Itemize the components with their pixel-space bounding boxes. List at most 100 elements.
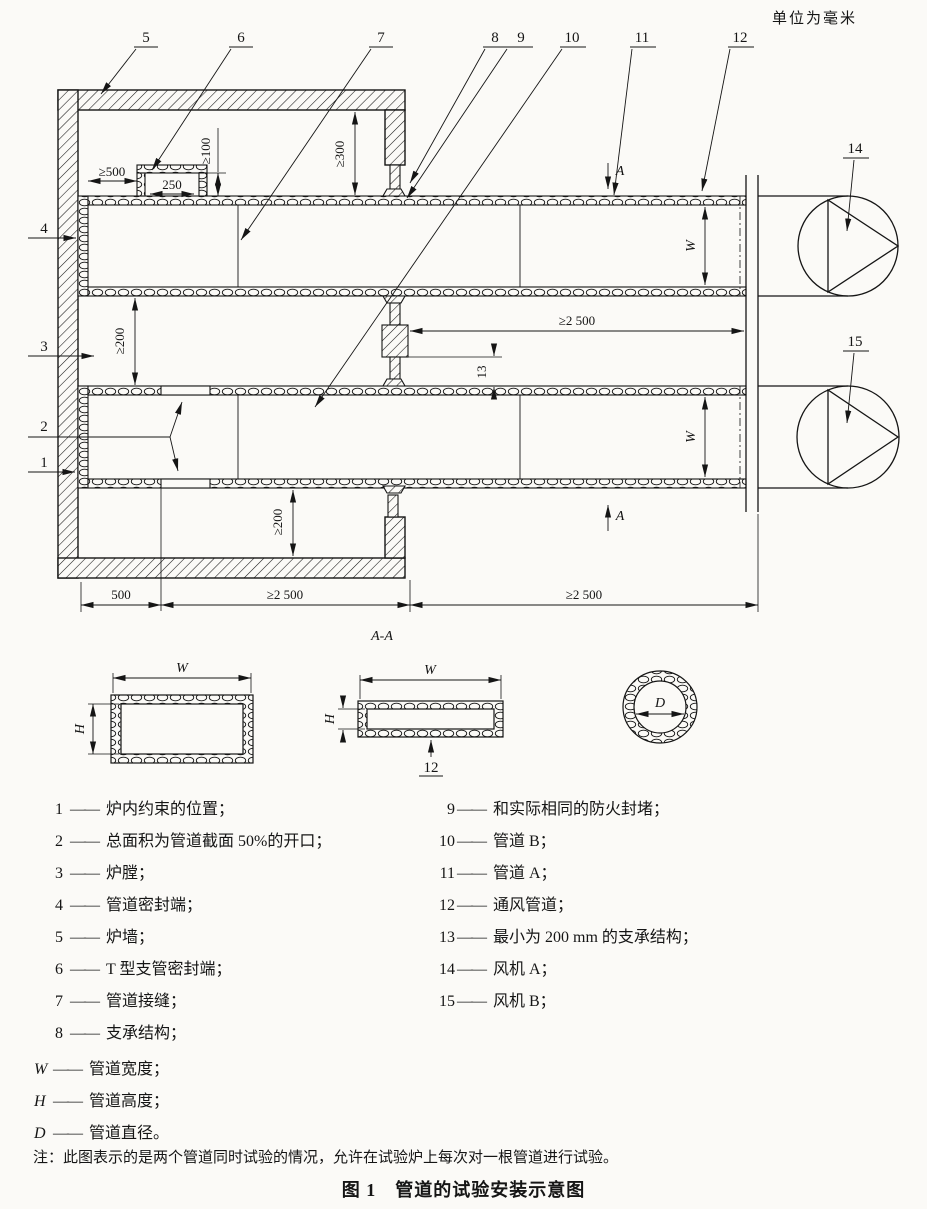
leader-12 bbox=[701, 48, 731, 192]
callout-5: 5 bbox=[142, 30, 150, 46]
cs-rect-h: H bbox=[73, 723, 88, 735]
leader-11 bbox=[612, 48, 633, 196]
callout-11: 11 bbox=[635, 30, 649, 46]
section-letter-bottom: A bbox=[615, 509, 625, 524]
legend-item-dash: —— bbox=[457, 993, 487, 1010]
cs-round-d: D bbox=[654, 696, 665, 711]
legend-item: 9——和实际相同的防火封堵； bbox=[433, 794, 698, 826]
legend-item-number: 1 bbox=[55, 801, 63, 818]
callout-14: 14 bbox=[848, 141, 864, 157]
legend-item-text: 管道 B； bbox=[493, 833, 556, 850]
legend-item-text: 炉膛； bbox=[106, 865, 155, 882]
legend-item: 7——管道接缝； bbox=[55, 986, 331, 1018]
dimension-ge100 bbox=[207, 128, 226, 196]
legend-item-dash: —— bbox=[70, 833, 100, 850]
callout-6: 6 bbox=[237, 30, 245, 46]
legend-item-text: 炉内约束的位置； bbox=[106, 801, 235, 818]
symbol-item: W——管道宽度； bbox=[34, 1054, 169, 1086]
symbol-item: D——管道直径。 bbox=[34, 1118, 169, 1150]
furnace-wall-top bbox=[57, 89, 406, 111]
duct-b-opening-bottom bbox=[160, 478, 211, 489]
legend-item-dash: —— bbox=[457, 961, 487, 978]
t-branch-right-wall bbox=[198, 172, 208, 197]
cs-flat-h: H bbox=[323, 713, 338, 725]
legend-item: 8——支承结构； bbox=[55, 1018, 331, 1050]
section-letter-top: A bbox=[615, 164, 625, 179]
duct-b-opening-top bbox=[160, 385, 211, 396]
t-branch-sealed-end bbox=[136, 164, 208, 197]
legend-item-number: 11 bbox=[439, 865, 455, 882]
support-middle bbox=[381, 295, 409, 387]
note-label: 注： bbox=[33, 1150, 64, 1166]
cs-callout-12: 12 bbox=[424, 760, 439, 776]
legend-item-dash: —— bbox=[457, 929, 487, 946]
symbol-dash: —— bbox=[53, 1061, 83, 1078]
legend-item-number: 3 bbox=[55, 865, 63, 882]
section-title: A-A bbox=[370, 629, 393, 644]
dimensions bbox=[80, 112, 759, 612]
callout-7: 7 bbox=[377, 30, 385, 46]
callout-1: 1 bbox=[40, 455, 48, 471]
legend-item-text: 和实际相同的防火封堵； bbox=[493, 801, 670, 818]
support-top bbox=[382, 164, 406, 197]
legend-item: 12——通风管道； bbox=[433, 890, 698, 922]
legend-item: 10—— 管道 B； bbox=[433, 826, 698, 858]
duct-a-sealed-end bbox=[77, 195, 89, 297]
furnace-wall-right-bottom bbox=[384, 516, 406, 559]
duct-test-installation-diagram: 5 6 7 8 9 10 11 12 14 15 4 3 2 1 bbox=[28, 30, 900, 777]
legend-item-number: 15 bbox=[439, 993, 455, 1010]
symbol-text: 管道高度； bbox=[89, 1093, 170, 1110]
dim-label-ge300: ≥300 bbox=[332, 141, 347, 168]
legend-item-text: 管道接缝； bbox=[106, 993, 187, 1010]
callout-3: 3 bbox=[40, 339, 48, 355]
fan-a bbox=[758, 195, 900, 297]
furnace-wall-left bbox=[57, 89, 79, 579]
legend-item-text: 支承结构； bbox=[106, 1025, 187, 1042]
legend-item-number: 4 bbox=[55, 897, 63, 914]
cross-section-rect-duct bbox=[88, 673, 254, 764]
leader-5 bbox=[100, 48, 137, 95]
legend-item-number: 7 bbox=[55, 993, 63, 1010]
callout-10: 10 bbox=[565, 30, 580, 46]
legend-item-number: 6 bbox=[55, 961, 63, 978]
legend-item-dash: —— bbox=[70, 865, 100, 882]
legend-item: 1 —— 炉内约束的位置； bbox=[55, 794, 331, 826]
legend-item-number: 14 bbox=[439, 961, 455, 978]
leader-10 bbox=[314, 48, 563, 408]
symbol-dash: —— bbox=[53, 1093, 83, 1110]
legend-item-dash: —— bbox=[457, 833, 487, 850]
symbol-text: 管道直径。 bbox=[89, 1125, 170, 1142]
dimension-labels: ≥500 250 ≥100 ≥300 ≥200 ≥200 ≥2 500 13 W… bbox=[99, 138, 699, 644]
cross-section-round-duct bbox=[622, 670, 698, 744]
leader-6 bbox=[151, 48, 232, 171]
legend-item-text: 管道 A； bbox=[493, 865, 557, 882]
furnace-wall-bottom bbox=[57, 557, 406, 579]
legend-item-text: 风机 B； bbox=[493, 993, 556, 1010]
symbol-definitions: W——管道宽度； H——管道高度； D——管道直径。 bbox=[34, 1054, 169, 1150]
dim-label-ge200-upper: ≥200 bbox=[112, 328, 127, 355]
legend-item-number: 9 bbox=[447, 801, 455, 818]
legend-item: 15—— 风机 B； bbox=[433, 986, 698, 1018]
legend-item: 4——管道密封端； bbox=[55, 890, 331, 922]
furnace-wall-right-top bbox=[384, 109, 406, 166]
legend-right-column: 9——和实际相同的防火封堵； 10——管道 B； 11——管道 A； 12——通… bbox=[433, 794, 698, 1018]
cs-rect-w: W bbox=[176, 661, 189, 676]
legend-item-number: 13 bbox=[439, 929, 455, 946]
fan-b-impeller bbox=[827, 388, 900, 486]
dim-label-500: 500 bbox=[111, 587, 131, 602]
legend-left-column: 1——炉内约束的位置； 2——总面积为管道截面 50%的开口； 3——炉膛； 4… bbox=[55, 794, 331, 1050]
figure-note: 注：此图表示的是两个管道同时试验的情况，允许在试验炉上每次对一根管道进行试验。 bbox=[33, 1146, 618, 1167]
legend-item-dash: —— bbox=[70, 897, 100, 914]
dim-label-ge2500-middle: ≥2 500 bbox=[559, 313, 595, 328]
legend-item-number: 2 bbox=[55, 833, 63, 850]
symbol-letter: H bbox=[34, 1093, 46, 1110]
cs-flat-w: W bbox=[424, 663, 437, 678]
dim-label-w-duct-a: W bbox=[684, 239, 699, 252]
callout-15: 15 bbox=[848, 334, 863, 350]
symbol-dash: —— bbox=[53, 1125, 83, 1142]
fan-b bbox=[758, 385, 900, 489]
dimension-13-support-gap bbox=[408, 343, 502, 400]
legend-item-number: 5 bbox=[55, 929, 63, 946]
legend-item-dash: —— bbox=[70, 801, 100, 818]
legend-item-number: 10 bbox=[439, 833, 455, 850]
